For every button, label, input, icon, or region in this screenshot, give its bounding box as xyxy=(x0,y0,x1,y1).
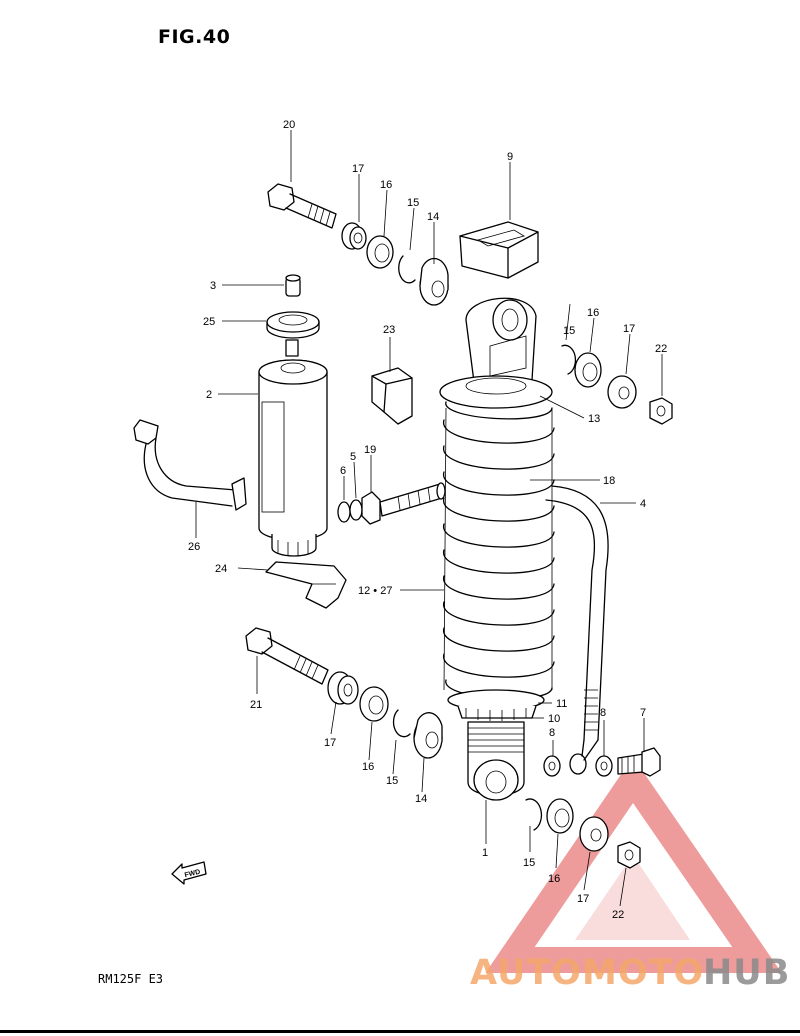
model-code: RM125F E3 xyxy=(98,972,164,986)
callout-14-left: 14 xyxy=(415,793,427,805)
callout-15-lower: 15 xyxy=(523,857,535,869)
callout-16-upper: 16 xyxy=(380,179,392,191)
callout-12-27: 12 • 27 xyxy=(358,585,392,597)
reservoir-band xyxy=(133,419,247,511)
callout-7: 7 xyxy=(640,707,646,719)
forward-arrow-icon: FWD xyxy=(171,861,207,885)
callout-25: 25 xyxy=(203,316,215,328)
callout-17-lower: 17 xyxy=(577,893,589,905)
bottom-border xyxy=(0,1030,800,1033)
callout-26: 26 xyxy=(188,541,200,553)
callout-5: 5 xyxy=(350,451,356,463)
watermark-logo: AUTOMOTO HUB xyxy=(470,953,790,993)
callout-9: 9 xyxy=(507,151,513,163)
callout-22-upper: 22 xyxy=(655,343,667,355)
upper-spacer xyxy=(341,222,367,250)
lower-bolt xyxy=(245,627,329,685)
leader-lines xyxy=(195,130,663,907)
callout-16-right: 16 xyxy=(587,307,599,319)
callout-20: 20 xyxy=(283,119,295,131)
callout-15-upper: 15 xyxy=(407,197,419,209)
band-bracket xyxy=(265,561,347,609)
right-lower-hardware xyxy=(525,798,641,869)
callout-18: 18 xyxy=(603,475,615,487)
callout-2: 2 xyxy=(206,389,212,401)
watermark-triangle xyxy=(485,757,782,973)
callout-8-left: 8 xyxy=(549,727,555,739)
callout-3: 3 xyxy=(210,280,216,292)
callout-22-lower: 22 xyxy=(612,909,624,921)
cushion xyxy=(371,367,413,425)
callout-19: 19 xyxy=(364,444,376,456)
upper-bushing xyxy=(419,257,449,306)
reservoir-hose xyxy=(545,485,609,775)
callout-8-right: 8 xyxy=(600,707,606,719)
reservoir-washer xyxy=(266,311,320,339)
banjo-fittings xyxy=(543,747,661,777)
left-lower-hardware xyxy=(327,671,443,759)
callout-14-upper: 14 xyxy=(427,211,439,223)
callout-1: 1 xyxy=(482,847,488,859)
callout-13: 13 xyxy=(588,413,600,425)
upper-seal xyxy=(366,235,394,269)
upper-circlip xyxy=(398,255,416,284)
callout-17-left: 17 xyxy=(324,737,336,749)
reservoir-hose-fittings xyxy=(337,482,446,525)
valve-cap xyxy=(285,274,301,297)
callout-10: 10 xyxy=(548,713,560,725)
reservoir xyxy=(258,339,328,557)
fwd-label: FWD xyxy=(184,869,201,880)
callout-15-left: 15 xyxy=(386,775,398,787)
callout-16-left: 16 xyxy=(362,761,374,773)
callout-17-right: 17 xyxy=(623,323,635,335)
callout-17-upper: 17 xyxy=(352,163,364,175)
callout-15-right: 15 xyxy=(563,325,575,337)
callout-4: 4 xyxy=(640,498,646,510)
callout-16-lower: 16 xyxy=(548,873,560,885)
callouts: 20 17 16 15 14 9 3 25 2 23 13 22 18 4 6 … xyxy=(188,119,667,921)
shock-absorber xyxy=(439,297,555,801)
callout-23: 23 xyxy=(383,324,395,336)
watermark-text-1: AUTOMOTO xyxy=(470,953,704,993)
callout-6: 6 xyxy=(340,465,346,477)
upper-bolt xyxy=(267,183,337,229)
coil-spring xyxy=(443,401,555,700)
cover-cap xyxy=(459,221,539,279)
callout-11: 11 xyxy=(556,698,567,710)
callout-24: 24 xyxy=(215,563,227,575)
watermark-text-2: HUB xyxy=(703,953,790,993)
callout-21: 21 xyxy=(250,699,262,711)
figure-title: FIG.40 xyxy=(158,26,231,48)
right-upper-hardware xyxy=(561,344,673,425)
